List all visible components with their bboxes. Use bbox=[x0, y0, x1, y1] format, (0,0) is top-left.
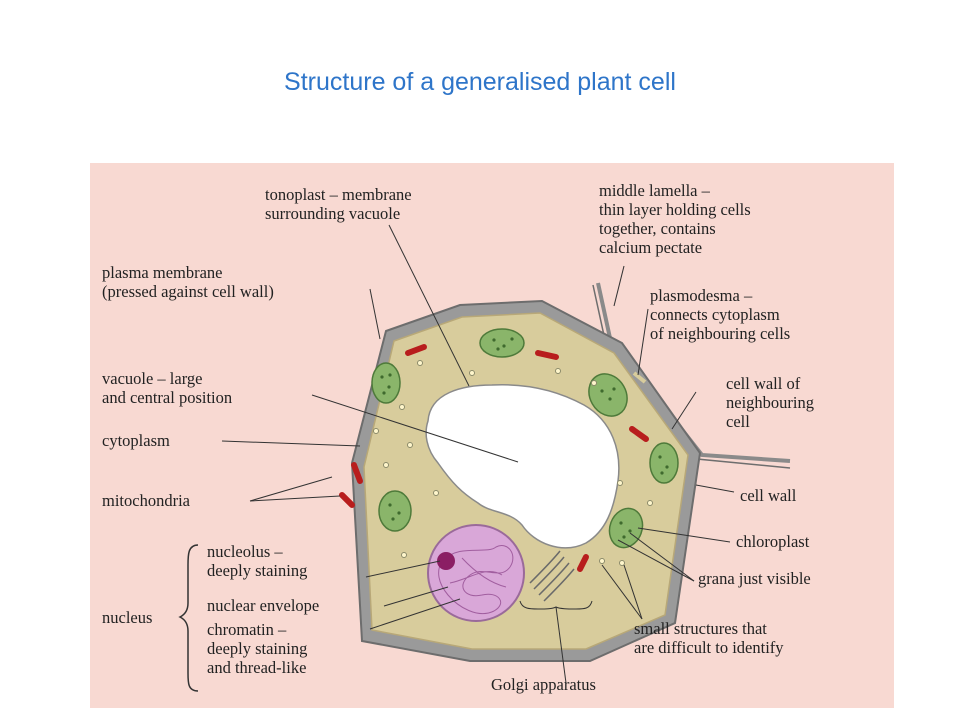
mitochondrion bbox=[405, 344, 427, 356]
vacuole bbox=[425, 384, 620, 549]
label-lines bbox=[221, 224, 735, 684]
label-mitochondria: mitochondria bbox=[102, 491, 190, 510]
chloroplast bbox=[588, 373, 628, 417]
chloroplast bbox=[371, 362, 401, 404]
nucleolus bbox=[437, 552, 455, 570]
plant-cell-diagram bbox=[178, 224, 791, 692]
mitochondrion bbox=[577, 554, 589, 572]
label-grana: grana just visible bbox=[698, 569, 811, 588]
label-cell-wall: cell wall bbox=[740, 486, 797, 505]
golgi-apparatus bbox=[529, 550, 575, 602]
small-structures bbox=[373, 360, 653, 566]
label-cytoplasm: cytoplasm bbox=[102, 431, 170, 450]
mitochondrion bbox=[535, 350, 559, 360]
label-nucleolus: nucleolus –deeply staining bbox=[207, 542, 308, 580]
label-chloroplast: chloroplast bbox=[736, 532, 810, 551]
label-nucleus: nucleus bbox=[102, 608, 153, 627]
chloroplast bbox=[608, 507, 644, 549]
label-golgi-apparatus: Golgi apparatus bbox=[491, 675, 596, 694]
mitochondrion bbox=[351, 462, 363, 484]
chloroplast bbox=[378, 490, 412, 532]
mitochondrion bbox=[339, 492, 355, 508]
label-nuclear-envelope: nuclear envelope bbox=[207, 596, 320, 615]
nucleus bbox=[427, 524, 525, 622]
chloroplast bbox=[479, 328, 525, 358]
nucleus-brace bbox=[178, 544, 199, 692]
label-middle-lamella: middle lamella –thin layer holding cells… bbox=[599, 181, 751, 257]
mitochondrion bbox=[629, 426, 649, 442]
plasmodesma bbox=[632, 371, 647, 384]
chloroplasts bbox=[371, 328, 679, 549]
chromatin bbox=[438, 545, 514, 615]
chloroplast bbox=[649, 442, 679, 484]
mitochondria bbox=[339, 344, 649, 572]
label-plasma-membrane: plasma membrane(pressed against cell wal… bbox=[102, 263, 274, 301]
slide-title: Structure of a generalised plant cell bbox=[284, 68, 676, 96]
